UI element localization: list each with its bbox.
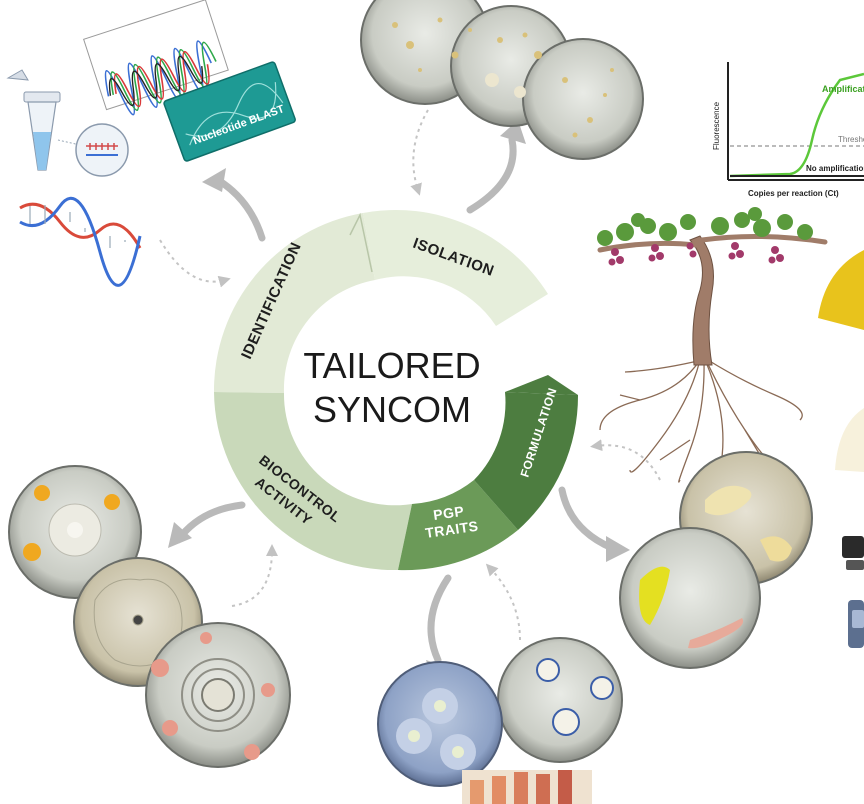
magnifier-icon <box>57 123 129 177</box>
qpcr-ylabel: Fluorescence <box>712 101 721 150</box>
yellow-streak <box>639 566 670 625</box>
vine-leaves <box>597 207 813 246</box>
dotted-arrow-biocontrol <box>231 544 278 607</box>
formulation-arrow-tip <box>505 375 578 395</box>
segment-pgp-traits <box>398 480 518 571</box>
lab-equipment-icon <box>842 536 864 648</box>
bacterial-colonies <box>392 17 614 138</box>
arrow-to-pgp-plates <box>427 574 452 664</box>
dotted-arrow-formulation <box>590 439 661 481</box>
biocontrol-plates <box>8 465 291 768</box>
qpcr-amplification-label: Amplification <box>822 84 864 94</box>
dna-double-helix-icon <box>19 196 142 287</box>
center-title-line1: TAILORED <box>303 345 480 386</box>
label-pgp-1: PGP <box>432 503 465 523</box>
vine-arms <box>597 233 828 253</box>
test-tube-rack-icon <box>462 770 592 804</box>
qpcr-no-amplification-label: No amplification <box>806 164 864 173</box>
microcentrifuge-tube-icon <box>6 69 61 171</box>
dotted-arrows <box>159 109 661 641</box>
vine-trunk <box>689 235 714 366</box>
halo-colonies <box>396 688 476 770</box>
qpcr-amplification-plot: Fluorescence Copies per reaction (Ct) Am… <box>712 62 864 198</box>
orange-colonies <box>23 485 120 561</box>
arrow-to-isolation-plates <box>466 136 517 214</box>
pgp-plates <box>377 637 623 804</box>
arrowhead-2 <box>202 168 226 192</box>
segment-isolation <box>363 209 548 326</box>
segment-biocontrol <box>214 392 412 571</box>
central-ring <box>213 209 579 571</box>
qpcr-threshold-label: Threshold <box>838 135 864 144</box>
label-pgp-2: TRAITS <box>424 518 479 541</box>
grape-clusters <box>608 242 784 266</box>
petri-dish <box>497 637 623 763</box>
formulation-plates <box>619 451 813 669</box>
isolation-plates <box>360 0 644 160</box>
bacterial-streak <box>705 485 752 516</box>
blast-card: Nucleotide BLAST <box>163 61 296 162</box>
segment-identification <box>213 213 375 393</box>
grapevine-illustration <box>597 207 828 483</box>
arrowhead-3 <box>168 522 192 548</box>
yellow-edge-badge <box>818 250 864 330</box>
pink-colonies <box>151 632 275 760</box>
bacterial-colonies <box>536 658 614 736</box>
pink-streak <box>688 618 744 649</box>
dotted-arrow-isolation <box>410 109 429 196</box>
pale-yellow-edge-badge <box>835 408 864 472</box>
dotted-arrow-pgp <box>485 563 521 641</box>
dotted-arrow-dna <box>159 239 231 288</box>
arrowhead-5 <box>606 536 630 562</box>
qpcr-xlabel: Copies per reaction (Ct) <box>748 189 839 198</box>
arrow-to-blast <box>214 176 266 242</box>
arrow-to-formulation-plates <box>558 486 616 552</box>
bacterial-streak <box>760 536 792 562</box>
qpcr-amplification-curve <box>729 72 864 178</box>
segment-formulation <box>474 392 579 530</box>
segment-divider <box>349 212 373 273</box>
center-title-line2: SYNCOM <box>313 389 471 430</box>
